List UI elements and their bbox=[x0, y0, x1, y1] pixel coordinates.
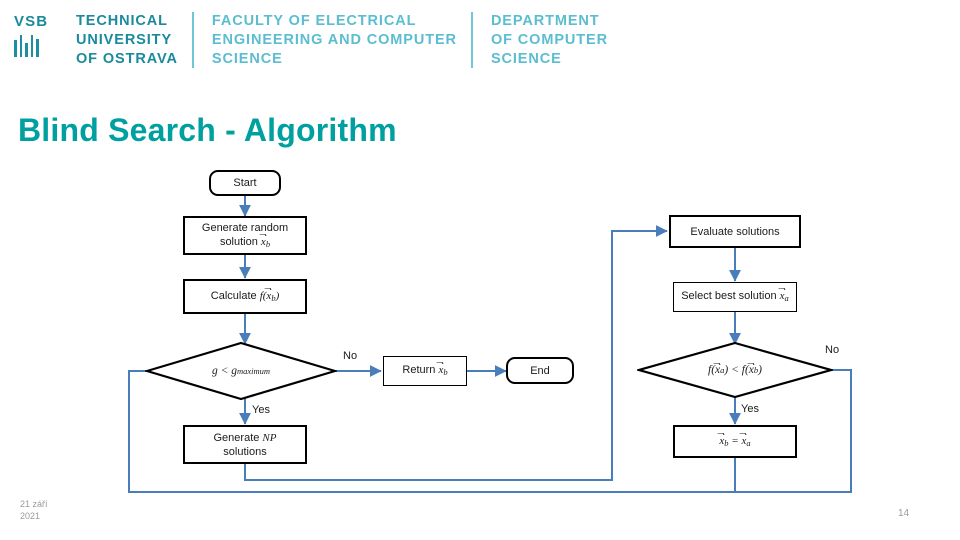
department-line-1: DEPARTMENT bbox=[490, 13, 600, 29]
decision-iterations-right-var: g bbox=[231, 365, 237, 377]
decision-iterations-shape bbox=[145, 341, 337, 401]
faculty-line-3: SCIENCE bbox=[211, 51, 283, 67]
node-calculate-arg-sub: b bbox=[271, 292, 276, 303]
node-generate-random-solution[interactable]: Generate random solution xb bbox=[183, 216, 307, 255]
node-evaluate-solutions[interactable]: Evaluate solutions bbox=[669, 215, 801, 248]
node-return-var: x bbox=[438, 364, 444, 376]
decision-compare-v1: x bbox=[715, 364, 721, 376]
node-generate-random-var: x bbox=[260, 235, 266, 248]
department-line-3: SCIENCE bbox=[490, 51, 562, 67]
page-number: 14 bbox=[898, 508, 910, 519]
node-generate-np-solutions[interactable]: Generate NP solutions bbox=[183, 425, 307, 464]
node-select-best-var: x bbox=[779, 290, 785, 302]
vsb-brand-lines: TECHNICAL UNIVERSITY OF OSTRAVA bbox=[76, 12, 178, 69]
node-end-label: End bbox=[530, 364, 550, 377]
edge-label-yes-right: Yes bbox=[741, 403, 759, 415]
slide-date-line2: 2021 bbox=[20, 511, 41, 521]
node-assign-rhs-var: x bbox=[741, 434, 747, 447]
header-divider-1 bbox=[191, 12, 194, 68]
node-select-best-solution[interactable]: Select best solution xa bbox=[673, 282, 797, 312]
decision-iterations-right-sub: maximum bbox=[236, 366, 271, 376]
header-divider-2 bbox=[470, 12, 473, 68]
node-calculate-prefix: Calculate bbox=[210, 289, 260, 302]
node-generate-np-var: NP bbox=[262, 431, 277, 444]
node-decision-iterations[interactable]: g < gmaximum bbox=[145, 341, 337, 401]
vsb-line-university: UNIVERSITY bbox=[76, 32, 173, 48]
edge-label-yes-left: Yes bbox=[252, 404, 270, 416]
vsb-line-technical: TECHNICAL bbox=[76, 13, 168, 29]
decision-compare-fn2: f bbox=[741, 364, 745, 376]
node-evaluate-label: Evaluate solutions bbox=[690, 225, 780, 238]
edge-label-no-right: No bbox=[825, 344, 840, 356]
faculty-block: FACULTY OF ELECTRICAL ENGINEERING AND CO… bbox=[212, 12, 457, 69]
decision-compare-s1: a bbox=[720, 365, 725, 375]
slide-date-line1: 21 září bbox=[20, 499, 48, 509]
node-assign-lhs-sub: b bbox=[724, 437, 729, 448]
node-assign-op: = bbox=[728, 434, 742, 447]
node-select-best-prefix: Select best solution bbox=[681, 290, 780, 302]
decision-compare-fn1: f bbox=[707, 364, 712, 376]
node-calculate-fn: f bbox=[259, 289, 263, 302]
node-return-sub: b bbox=[443, 367, 448, 377]
decision-iterations-op: < bbox=[217, 365, 232, 377]
department-block: DEPARTMENT OF COMPUTER SCIENCE bbox=[491, 12, 608, 69]
vsb-logo: VSB bbox=[14, 12, 72, 57]
node-generate-random-line2-prefix: solution bbox=[219, 235, 261, 248]
node-start[interactable]: Start bbox=[209, 170, 281, 196]
vsb-acronym: VSB bbox=[14, 13, 49, 30]
page-title: Blind Search - Algorithm bbox=[18, 112, 397, 148]
node-decision-compare[interactable]: f(xa) < f(xb) bbox=[637, 341, 833, 399]
decision-compare-op: < bbox=[728, 364, 742, 376]
node-calculate-fitness[interactable]: Calculate f(xb) bbox=[183, 279, 307, 314]
faculty-line-2: ENGINEERING AND COMPUTER bbox=[211, 32, 457, 48]
department-line-2: OF COMPUTER bbox=[490, 32, 608, 48]
decision-compare-shape bbox=[637, 341, 833, 399]
node-assign-best[interactable]: xb = xa bbox=[673, 425, 797, 458]
node-end[interactable]: End bbox=[506, 357, 574, 384]
node-generate-random-line1: Generate random bbox=[201, 221, 289, 234]
edge-label-no-left: No bbox=[343, 350, 358, 362]
node-start-label: Start bbox=[233, 177, 257, 189]
decision-compare-s2: b bbox=[753, 365, 759, 375]
node-return-best[interactable]: Return xb bbox=[383, 356, 467, 386]
node-calculate-arg-var: x bbox=[266, 289, 272, 302]
node-generate-random-sub: b bbox=[265, 238, 271, 249]
vsb-bars-icon bbox=[14, 33, 39, 57]
slide-date: 21 září 2021 bbox=[20, 498, 48, 522]
node-generate-np-prefix: Generate bbox=[213, 431, 263, 444]
node-return-prefix: Return bbox=[402, 364, 439, 376]
node-generate-np-line2: solutions bbox=[223, 445, 267, 458]
decision-compare-v2: x bbox=[748, 364, 754, 376]
node-assign-lhs-var: x bbox=[719, 434, 725, 447]
node-select-best-sub: a bbox=[784, 293, 789, 303]
vsb-line-ostrava: OF OSTRAVA bbox=[76, 51, 178, 67]
faculty-line-1: FACULTY OF ELECTRICAL bbox=[211, 13, 417, 29]
node-assign-rhs-sub: a bbox=[746, 437, 751, 448]
slide-header: VSB TECHNICAL UNIVERSITY OF OSTRAVA FACU… bbox=[14, 12, 608, 72]
vsb-brand: VSB TECHNICAL UNIVERSITY OF OSTRAVA bbox=[14, 12, 178, 69]
